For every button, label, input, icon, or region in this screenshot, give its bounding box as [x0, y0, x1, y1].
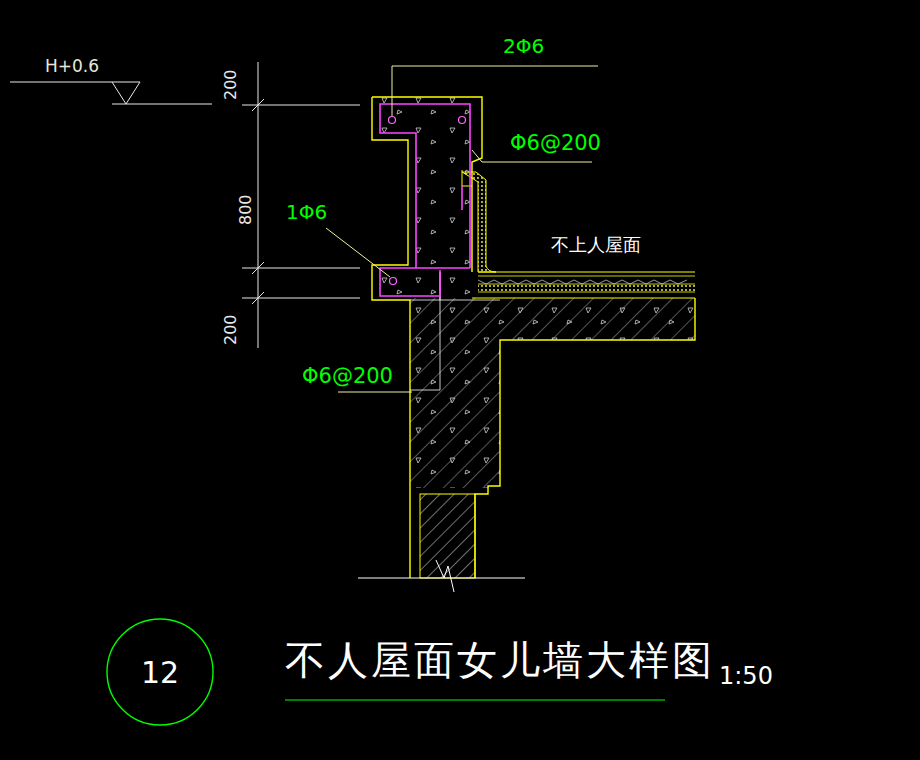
- waterproof-upturn: [462, 172, 496, 272]
- title-underline: [285, 699, 665, 700]
- rebar-callout: 1Φ6: [286, 202, 327, 222]
- detail-number: 12: [141, 655, 179, 690]
- dimension-text: 200: [223, 314, 239, 345]
- drawing-title: 不人屋面女儿墙大样图: [285, 640, 715, 680]
- ground-line: [358, 578, 525, 579]
- concrete-outline: [372, 97, 695, 578]
- level-mark: [10, 82, 212, 104]
- roof-note: 不上人屋面: [551, 236, 641, 254]
- dimension-text: 200: [223, 69, 239, 100]
- level-text: H+0.6: [45, 58, 99, 75]
- leader-line: [326, 66, 598, 392]
- circle-outline: [107, 619, 213, 725]
- roof-layers: [472, 272, 695, 298]
- scale-text: 1:50: [719, 664, 773, 688]
- rebar: [380, 104, 470, 296]
- rebar-callout: Φ6@200: [510, 133, 601, 154]
- concrete-hatch: [410, 298, 695, 488]
- brick-wall: [420, 494, 475, 578]
- detail-number-circle: 12: [105, 617, 215, 727]
- dimension-text: 800: [238, 194, 254, 225]
- concrete-section: [372, 97, 695, 488]
- dimension-line: [242, 62, 360, 348]
- break-symbol: [436, 560, 454, 592]
- rebar-dot: [389, 117, 466, 285]
- rebar-callout: Φ6@200: [302, 366, 393, 387]
- rebar-callout: 2Φ6: [503, 36, 544, 56]
